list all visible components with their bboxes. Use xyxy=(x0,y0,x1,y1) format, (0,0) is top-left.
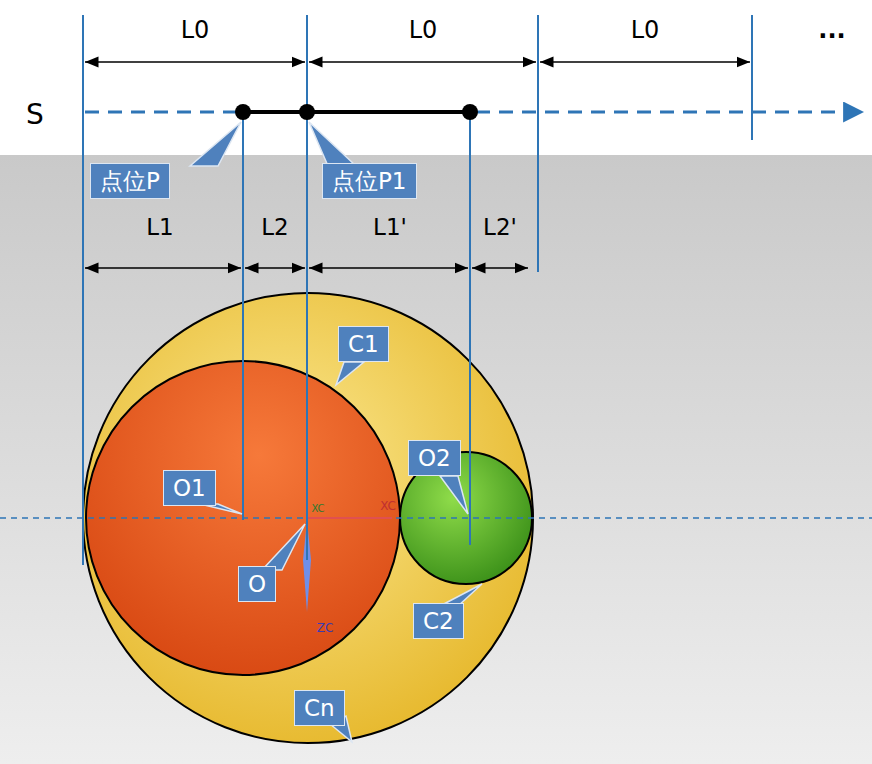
dimension-label: L0 xyxy=(409,16,438,44)
points xyxy=(235,104,478,120)
callout-box: Cn xyxy=(294,690,345,726)
callout-box: 点位P xyxy=(90,163,170,199)
dimension-label: L1' xyxy=(373,214,407,240)
callout-pointers xyxy=(190,122,482,742)
callout-text: C1 xyxy=(348,331,379,357)
axis-label: XC xyxy=(380,499,396,513)
callout-text: C2 xyxy=(423,608,454,634)
callout-text: O xyxy=(248,571,266,597)
callout-text: 点位P xyxy=(100,168,160,194)
continuation-mark: ... xyxy=(818,16,845,44)
callout-text: Cn xyxy=(304,695,335,721)
dimension-label: L2' xyxy=(483,214,517,240)
x-axis xyxy=(307,517,392,519)
dimension-label: L2 xyxy=(261,214,288,240)
axis-label: XC xyxy=(311,503,324,514)
path-label: S xyxy=(26,98,44,131)
segment xyxy=(243,110,470,114)
callout-box: C2 xyxy=(413,603,464,639)
callout-text: O2 xyxy=(418,445,451,471)
callout-box: O1 xyxy=(163,470,216,506)
dimension-label: L0 xyxy=(181,16,210,44)
axis-label: ZC xyxy=(317,621,334,635)
ground xyxy=(0,155,872,764)
dimension-label: L1 xyxy=(146,214,173,240)
callout-text: 点位P1 xyxy=(332,168,407,194)
reference-lines xyxy=(83,15,752,565)
callout-box: C1 xyxy=(338,326,389,362)
callout-box: O xyxy=(238,566,276,602)
dimension-arrows xyxy=(85,62,750,268)
callout-text: O1 xyxy=(173,475,206,501)
dimension-label: L0 xyxy=(631,16,660,44)
center-line xyxy=(0,517,872,519)
callout-box: O2 xyxy=(408,440,461,476)
callout-box: 点位P1 xyxy=(322,163,417,199)
